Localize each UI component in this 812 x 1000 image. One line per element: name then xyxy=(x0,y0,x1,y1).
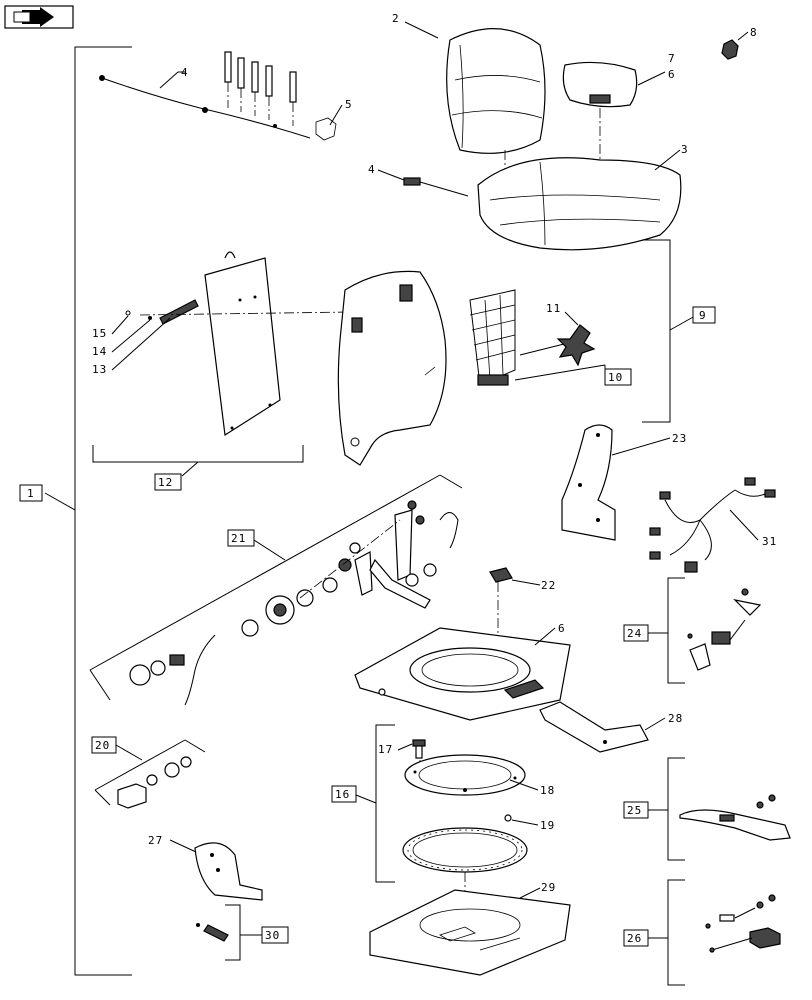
callout-16: 16 xyxy=(335,788,350,801)
bumper-item-20 xyxy=(117,756,192,809)
callout-box-26 xyxy=(623,929,649,947)
callout-box-25 xyxy=(623,801,649,819)
lever-assy-item-26 xyxy=(705,894,781,953)
pivot-mechanism-item-21 xyxy=(89,474,463,706)
callout-26: 26 xyxy=(627,932,642,945)
callout-1: 1 xyxy=(27,487,35,500)
callout-box-24 xyxy=(623,624,649,642)
callout-6a: 6 xyxy=(668,68,676,81)
clip-item-8 xyxy=(721,39,739,60)
ring-item-18 xyxy=(404,754,526,796)
callout-15: 15 xyxy=(92,327,107,340)
callout-13: 13 xyxy=(92,363,107,376)
pin-item-30 xyxy=(196,923,229,942)
callout-4b: 4 xyxy=(368,163,376,176)
callout-14: 14 xyxy=(92,345,107,358)
callout-29: 29 xyxy=(541,881,556,894)
ball-item-19 xyxy=(504,814,512,822)
bracket-item-23 xyxy=(561,424,616,541)
bracket-item-9 xyxy=(642,239,671,423)
callout-box-21 xyxy=(227,529,255,547)
callout-6b: 6 xyxy=(558,622,566,635)
callout-21: 21 xyxy=(231,532,246,545)
callout-box-12 xyxy=(154,473,182,491)
callout-24: 24 xyxy=(627,627,642,640)
swivel-plate-item-6 xyxy=(354,627,571,721)
seat-back-cushion-item-2 xyxy=(446,28,546,154)
bracket-item-12 xyxy=(92,445,304,463)
callout-10: 10 xyxy=(608,371,623,384)
bracket-item-1 xyxy=(44,46,132,976)
bracket-item-30 xyxy=(225,904,241,961)
bolt-item-17 xyxy=(412,739,426,759)
callout-9: 9 xyxy=(699,309,707,322)
bracket-item-24 xyxy=(667,577,685,684)
callout-box-10 xyxy=(604,368,632,386)
callout-25: 25 xyxy=(627,804,642,817)
harness-item-31 xyxy=(649,477,776,573)
callout-2: 2 xyxy=(392,12,400,25)
callout-20: 20 xyxy=(95,739,110,752)
knob-item-11 xyxy=(519,324,596,367)
back-panel-item-12 xyxy=(204,251,281,437)
callout-box-30 xyxy=(261,926,289,944)
strap-item-13 xyxy=(125,299,199,325)
rod-item-4 xyxy=(403,177,469,197)
wire-harness-item-4 xyxy=(99,51,337,141)
bracket-item-28 xyxy=(539,701,649,753)
callout-12: 12 xyxy=(158,476,173,489)
callout-4a: 4 xyxy=(181,66,189,79)
callout-19: 19 xyxy=(540,819,555,832)
seat-back-shell xyxy=(337,270,447,466)
base-plate-item-29 xyxy=(369,889,571,976)
callout-30: 30 xyxy=(265,929,280,942)
callout-23: 23 xyxy=(672,432,687,445)
callout-box-9 xyxy=(692,306,716,324)
callout-7: 7 xyxy=(668,52,676,65)
armrest-item-6 xyxy=(562,61,638,108)
callout-18: 18 xyxy=(540,784,555,797)
lever-item-25 xyxy=(679,794,791,841)
callout-3: 3 xyxy=(681,143,689,156)
callout-22: 22 xyxy=(541,579,556,592)
seat-cushion-item-3 xyxy=(477,157,682,251)
bracket-item-26 xyxy=(667,879,685,986)
lumbar-frame-item-10 xyxy=(469,289,516,386)
callout-5: 5 xyxy=(345,98,353,111)
switch-assy-item-24 xyxy=(687,588,762,671)
callout-box-16 xyxy=(331,785,357,803)
callout-11: 11 xyxy=(546,302,561,315)
plate-item-27 xyxy=(194,842,263,901)
next-page-arrow-icon[interactable] xyxy=(4,5,74,29)
bracket-item-16 xyxy=(375,724,395,883)
bracket-item-25 xyxy=(667,757,685,861)
callout-27: 27 xyxy=(148,834,163,847)
callout-31: 31 xyxy=(762,535,777,548)
callout-box-1 xyxy=(19,484,43,502)
block-item-22 xyxy=(489,567,513,583)
callout-8: 8 xyxy=(750,26,758,39)
callout-17: 17 xyxy=(378,743,393,756)
callout-28: 28 xyxy=(668,712,683,725)
bearing-ring xyxy=(402,827,528,873)
